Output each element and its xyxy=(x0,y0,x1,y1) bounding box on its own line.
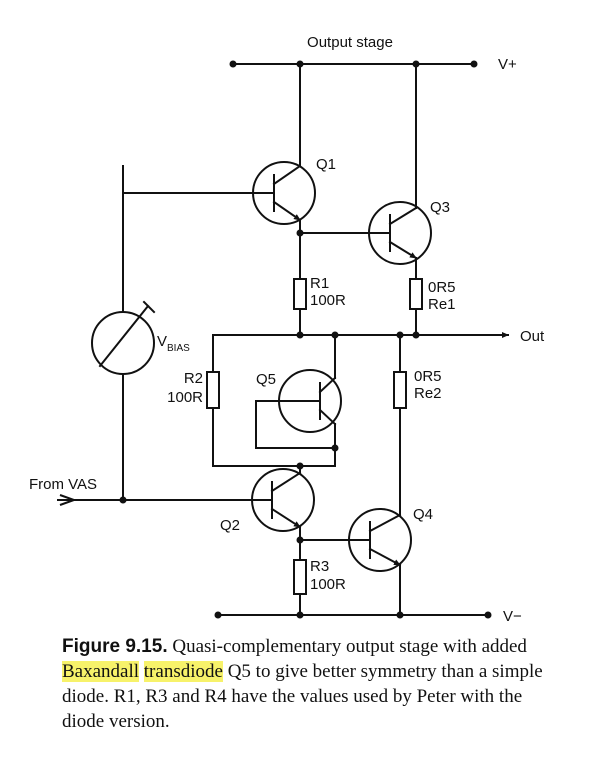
r3-name: R3 xyxy=(310,558,329,575)
from-vas-label: From VAS xyxy=(29,476,97,493)
transistor-q5 xyxy=(255,334,342,467)
r3-value: 100R xyxy=(310,576,346,593)
re2-name: Re2 xyxy=(414,385,442,402)
vbias-meter-icon xyxy=(91,165,156,504)
resistor-r3 xyxy=(293,559,307,595)
out-label: Out xyxy=(520,328,545,345)
re1-name: Re1 xyxy=(428,296,456,313)
re2-value: 0R5 xyxy=(414,368,442,385)
transistor-q4 xyxy=(296,407,412,616)
v-minus-rail xyxy=(214,611,492,619)
r2-name: R2 xyxy=(184,370,203,387)
resistor-re2 xyxy=(393,371,407,409)
v-plus-rail xyxy=(229,60,478,68)
figure-caption: Figure 9.15. Quasi-complementary output … xyxy=(62,634,562,734)
resistor-r2 xyxy=(206,371,220,409)
vas-input-arrow xyxy=(57,494,124,506)
caption-text-part2: Q5 to give better symmetry than a simple… xyxy=(62,661,543,732)
vbias-label: VBIAS xyxy=(157,333,190,354)
resistor-re1 xyxy=(409,278,423,310)
highlight-transdiode: transdiode xyxy=(143,661,223,682)
q5-label: Q5 xyxy=(256,371,276,388)
output-stage-title: Output stage xyxy=(307,34,393,51)
re1-value: 0R5 xyxy=(428,279,456,296)
v-plus-label: V+ xyxy=(498,56,517,73)
resistor-r1 xyxy=(293,278,307,310)
q1-label: Q1 xyxy=(316,156,336,173)
transistor-q1 xyxy=(122,63,316,225)
r1-value: 100R xyxy=(310,292,346,309)
caption-text-part1: Quasi-complementary output stage with ad… xyxy=(167,636,527,657)
v-minus-label: V− xyxy=(503,608,522,625)
q4-label: Q4 xyxy=(413,506,433,523)
figure-label: Figure 9.15. xyxy=(62,636,168,657)
circuit-schematic: Output stage V+ Q1 Q3 R1 100R 0R5 Re1 xyxy=(29,34,545,625)
r2-value: 100R xyxy=(167,389,203,406)
q3-label: Q3 xyxy=(430,199,450,216)
q2-label: Q2 xyxy=(220,517,240,534)
highlight-baxandall: Baxandall xyxy=(62,661,140,682)
r1-name: R1 xyxy=(310,275,329,292)
output-bus xyxy=(212,331,509,339)
transistor-q2 xyxy=(122,465,315,561)
